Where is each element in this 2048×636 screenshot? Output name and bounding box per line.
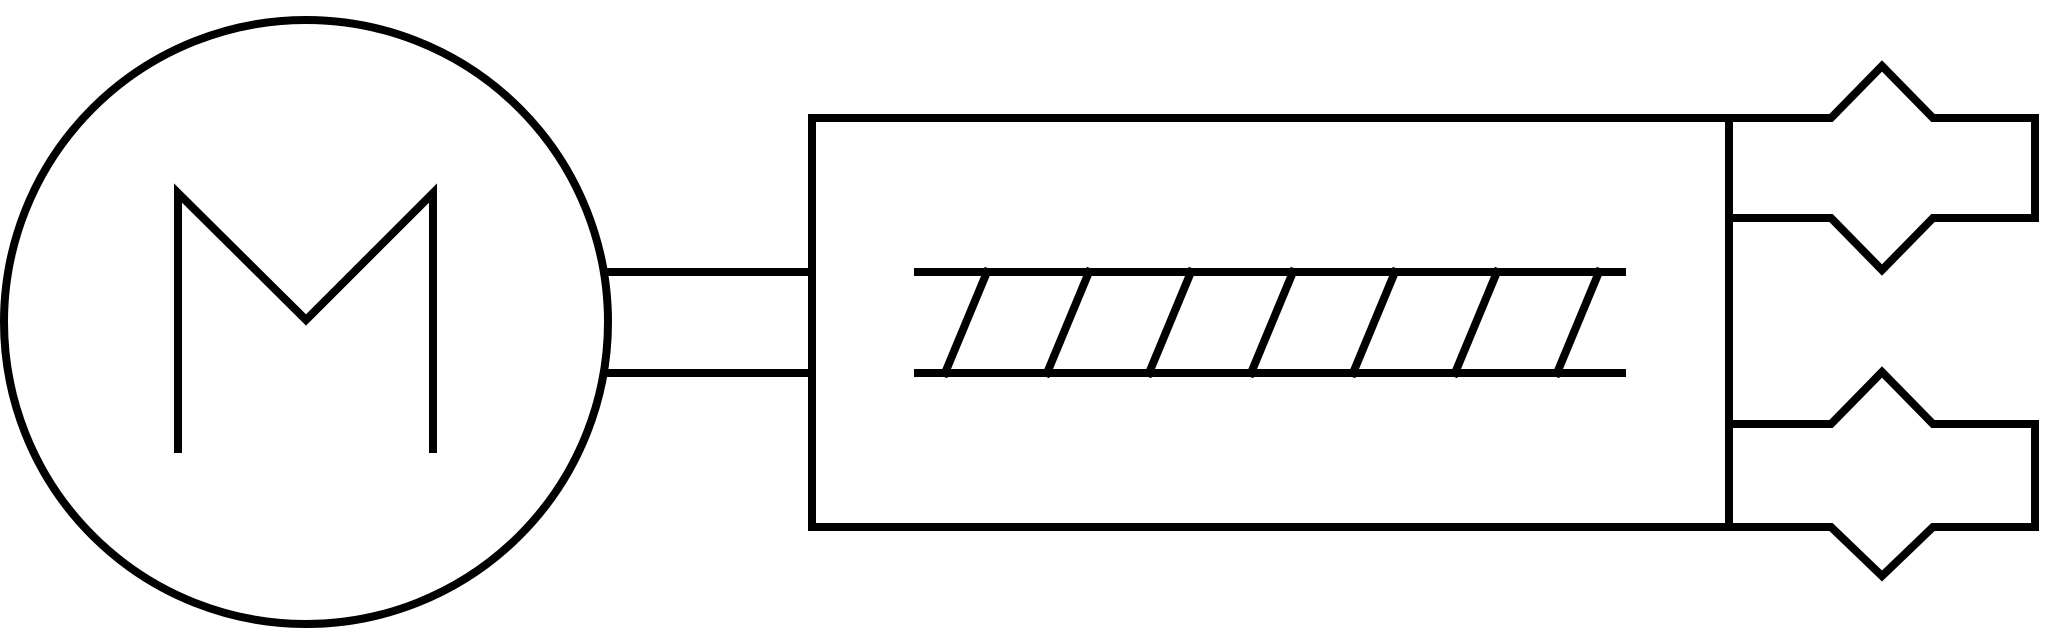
extruder-screw-icon	[914, 266, 1626, 379]
motor-circle	[0, 16, 612, 628]
screw-flight	[1143, 266, 1197, 379]
outlet-nozzle-icon	[1725, 60, 2039, 582]
motor-symbol-icon	[0, 16, 612, 628]
screw-flight	[939, 266, 993, 379]
screw-flight	[1347, 266, 1401, 379]
upper-nozzle	[1725, 60, 2039, 276]
lower-nozzle	[1725, 366, 2039, 582]
housing-rectangle	[808, 114, 1733, 531]
motor-m-glyph	[174, 183, 437, 453]
screw-flight	[1041, 266, 1095, 379]
screw-flight	[1449, 266, 1503, 379]
screw-flights	[939, 266, 1605, 379]
screw-flight	[1245, 266, 1299, 379]
housing-box-icon	[808, 114, 1733, 531]
screw-flight	[1551, 266, 1605, 379]
drive-shaft-icon	[606, 268, 816, 377]
